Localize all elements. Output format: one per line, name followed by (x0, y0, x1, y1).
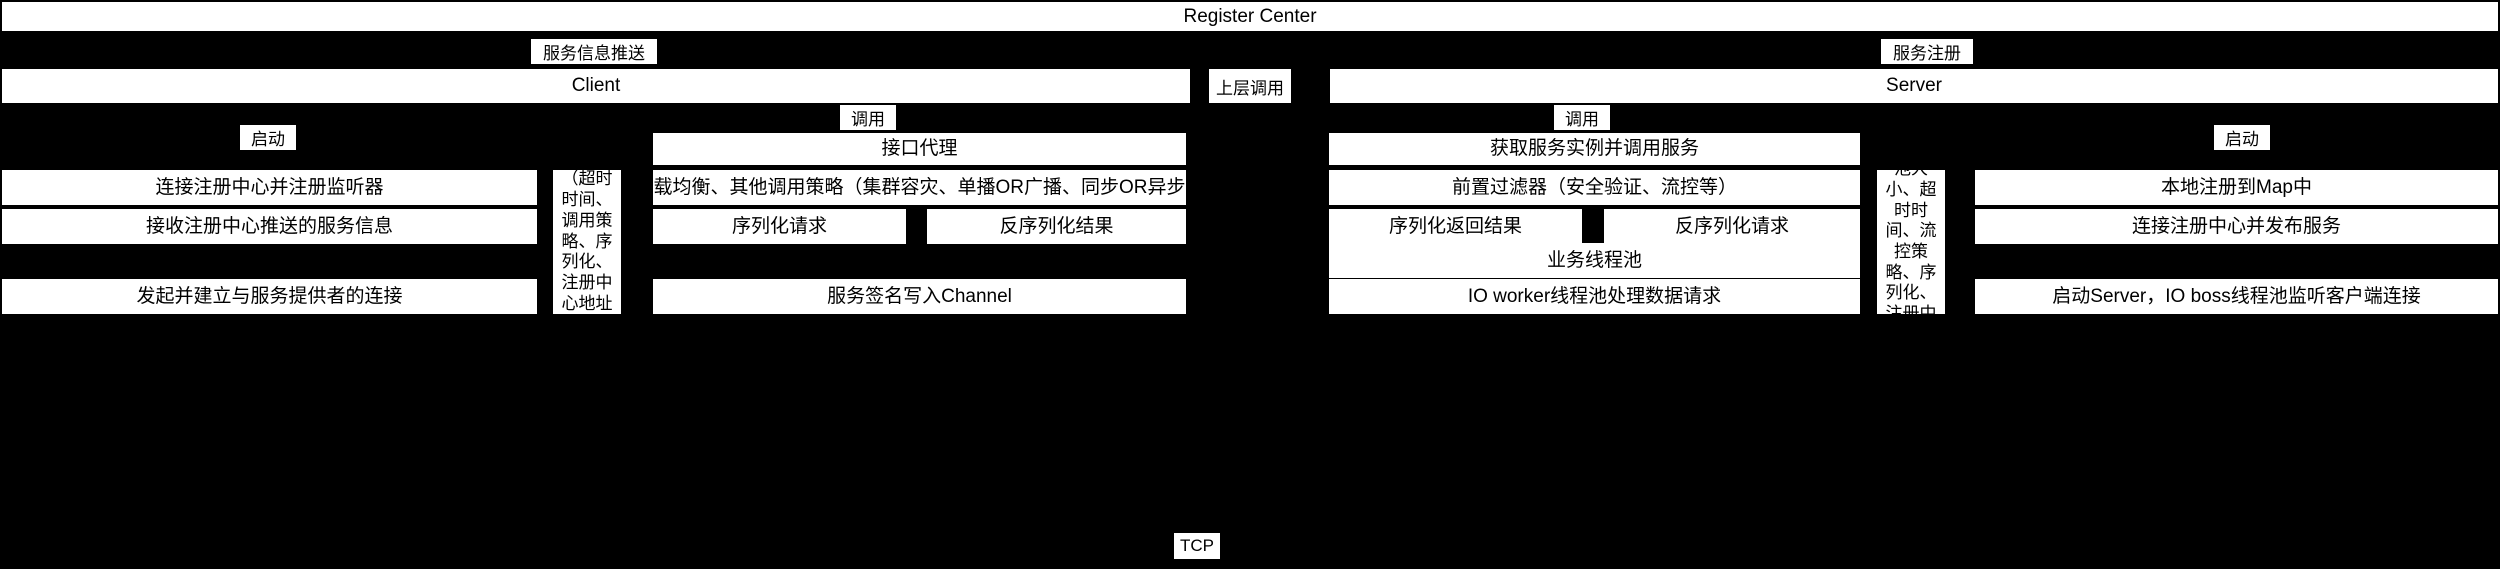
server-start-io-boss-box[interactable]: 启动Server，IO boss线程池监听客户端连接 (1975, 279, 2498, 314)
connector-label-service-register[interactable]: 服务注册 (1881, 39, 1973, 64)
connector-label-server-start[interactable]: 启动 (2214, 125, 2270, 150)
server-local-register-map-box[interactable]: 本地注册到Map中 (1975, 170, 2498, 205)
server-title-box[interactable]: Server (1330, 69, 2498, 103)
client-strategy-box[interactable]: 负载均衡、其他调用策略（集群容灾、单播OR广播、同步OR异步） (635, 170, 1205, 205)
connector-label-tcp[interactable]: TCP (1174, 533, 1220, 559)
client-config-column[interactable]: 配置（超时时间、调用策略、序列化、注册中心地址等） (553, 149, 621, 334)
server-pre-filter-box[interactable]: 前置过滤器（安全验证、流控等） (1329, 170, 1860, 205)
client-title-box[interactable]: Client (2, 69, 1190, 103)
client-proxy-box[interactable]: 接口代理 (653, 133, 1186, 165)
connector-label-client-start[interactable]: 启动 (240, 125, 296, 150)
client-establish-connection-box[interactable]: 发起并建立与服务提供者的连接 (2, 279, 537, 314)
connector-label-client-invoke[interactable]: 调用 (840, 105, 896, 130)
server-deserialize-request-box[interactable]: 反序列化请求 (1604, 209, 1860, 244)
connector-label-upper-call[interactable]: 上层调用 (1209, 69, 1291, 103)
client-connect-register-box[interactable]: 连接注册中心并注册监听器 (2, 170, 537, 205)
client-write-channel-box[interactable]: 服务签名写入Channel (653, 279, 1186, 314)
register-center-box[interactable]: Register Center (2, 2, 2498, 31)
server-connect-register-publish-box[interactable]: 连接注册中心并发布服务 (1975, 209, 2498, 244)
server-biz-thread-pool-box[interactable]: 业务线程池 (1329, 243, 1860, 278)
connector-label-service-info-push[interactable]: 服务信息推送 (531, 39, 657, 64)
client-receive-push-box[interactable]: 接收注册中心推送的服务信息 (2, 209, 537, 244)
server-io-worker-box[interactable]: IO worker线程池处理数据请求 (1329, 279, 1860, 314)
client-serialize-request-box[interactable]: 序列化请求 (653, 209, 906, 244)
connector-label-server-invoke[interactable]: 调用 (1554, 105, 1610, 130)
server-get-instance-box[interactable]: 获取服务实例并调用服务 (1329, 133, 1860, 165)
server-serialize-result-box[interactable]: 序列化返回结果 (1329, 209, 1582, 244)
server-config-column[interactable]: 配置（线程池大小、超时时间、流控策略、序列化、注册中心地址等） (1877, 118, 1945, 365)
client-deserialize-result-box[interactable]: 反序列化结果 (927, 209, 1186, 244)
